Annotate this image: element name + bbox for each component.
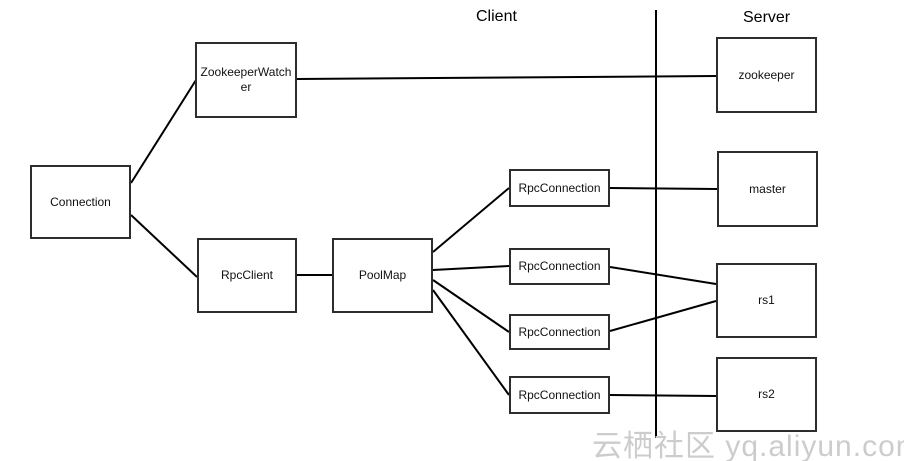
edge-poolmap-rpcconnection2	[432, 265, 510, 271]
node-connection: Connection	[30, 165, 131, 239]
node-rpc-connection-3: RpcConnection	[509, 314, 610, 350]
edge-rpcconnection3-rs1	[609, 300, 717, 332]
node-master-label: master	[749, 181, 786, 196]
node-zookeeper: zookeeper	[716, 37, 817, 113]
node-rs1-label: rs1	[758, 293, 775, 307]
edge-poolmap-rpcconnection1	[432, 187, 510, 253]
edge-poolmap-rpcconnection3	[432, 279, 510, 333]
node-rs2-label: rs2	[758, 387, 775, 401]
edge-rpcconnection2-rs1	[609, 266, 717, 285]
client-section-title: Client	[476, 8, 517, 25]
node-connection-label: Connection	[50, 194, 111, 209]
node-rpc-client: RpcClient	[197, 238, 297, 313]
node-pool-map-label: PoolMap	[358, 268, 407, 282]
node-rs2: rs2	[716, 357, 817, 432]
node-zookeeper-watcher: ZookeeperWatcher	[195, 42, 297, 118]
edge-connection-zookeeperwatcher	[130, 79, 197, 184]
edge-rpcconnection4-rs2	[609, 394, 717, 397]
node-rpc-connection-4-label: RpcConnection	[518, 387, 601, 402]
node-pool-map: PoolMap	[332, 238, 433, 313]
edge-connection-rpcclient	[130, 214, 198, 278]
node-zookeeper-watcher-label: ZookeeperWatcher	[200, 65, 292, 94]
edge-rpcconnection1-master	[609, 187, 718, 190]
yunqi-watermark: 云栖社区 yq.aliyun.com	[592, 430, 904, 461]
server-section-title: Server	[743, 9, 791, 26]
node-rpc-connection-4: RpcConnection	[509, 376, 610, 414]
node-rpc-connection-2-label: RpcConnection	[518, 259, 601, 273]
node-rpc-connection-1-label: RpcConnection	[518, 180, 601, 195]
node-rpc-connection-2: RpcConnection	[509, 248, 610, 285]
node-zookeeper-label: zookeeper	[738, 67, 795, 82]
node-rpc-connection-1: RpcConnection	[509, 169, 610, 207]
node-rpc-client-label: RpcClient	[220, 268, 274, 282]
edge-poolmap-rpcconnection4	[432, 289, 510, 396]
node-rs1: rs1	[716, 263, 817, 338]
edge-zookeeperwatcher-zookeeper	[296, 75, 717, 80]
node-master: master	[717, 151, 818, 227]
node-rpc-connection-3-label: RpcConnection	[518, 324, 601, 339]
